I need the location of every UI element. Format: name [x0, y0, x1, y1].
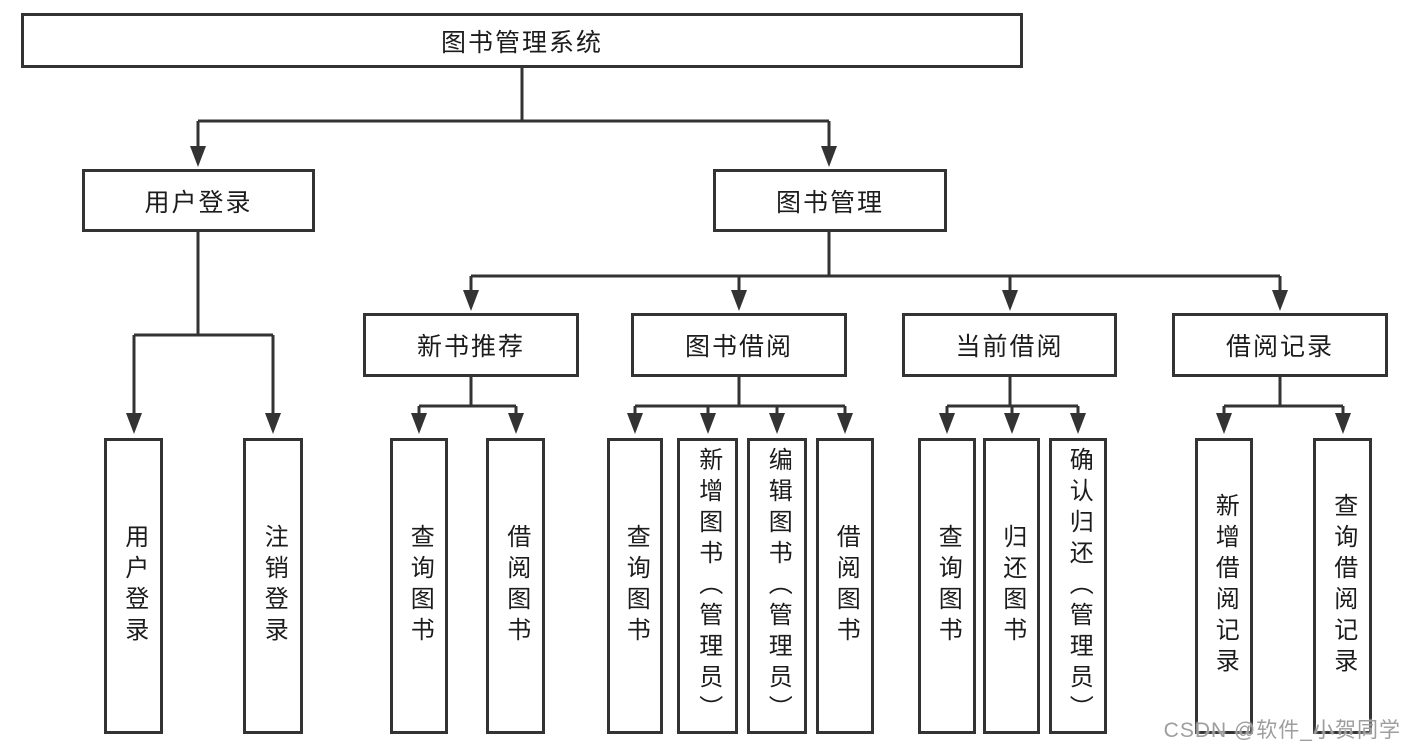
- arrowhead: [1216, 413, 1232, 434]
- node-borrow-records: 借阅记录: [1172, 313, 1388, 377]
- csdn-watermark: CSDN @软件_小贺同学: [1163, 719, 1401, 742]
- node-book-borrow-label: 图书借阅: [684, 333, 793, 361]
- node-root-label: 图书管理系统: [440, 28, 603, 57]
- node-new-book-recommend-label: 新书推荐: [416, 333, 525, 361]
- node-leaf-query-borrow-record-label: 查询借阅记录: [1329, 493, 1357, 679]
- node-leaf-query-borrow-record: 查询借阅记录: [1313, 438, 1372, 734]
- arrowhead: [837, 413, 853, 434]
- node-leaf-user-login-label: 用户登录: [120, 524, 148, 648]
- arrowhead: [1002, 290, 1018, 311]
- node-leaf-add-book-admin: 新增图书（管理员）: [677, 438, 738, 734]
- arrowhead: [627, 413, 643, 434]
- node-leaf-borrow-books-label: 借阅图书: [832, 524, 860, 648]
- arrowhead: [1272, 290, 1288, 311]
- connector-current-borrow-children: [939, 377, 1086, 434]
- node-book-management-label: 图书管理: [775, 188, 884, 217]
- node-root: 图书管理系统: [21, 13, 1023, 68]
- node-leaf-logout-label: 注销登录: [260, 524, 288, 648]
- connector-user-login-children: [126, 232, 281, 434]
- node-leaf-confirm-return-admin-label: 确认归还（管理员）: [1065, 446, 1093, 726]
- arrowhead: [126, 413, 142, 434]
- node-leaf-edit-book-admin-label: 编辑图书（管理员）: [764, 446, 792, 726]
- connector-borrow-record-children: [1216, 377, 1351, 434]
- node-leaf-add-borrow-record-label: 新增借阅记录: [1211, 493, 1239, 679]
- arrowhead: [411, 413, 427, 434]
- node-borrow-records-label: 借阅记录: [1225, 333, 1334, 361]
- connector-book-borrow-children: [627, 377, 853, 434]
- node-leaf-add-book-admin-label: 新增图书（管理员）: [694, 446, 722, 726]
- arrowhead: [731, 290, 747, 311]
- node-user-login-label: 用户登录: [144, 188, 253, 217]
- node-leaf-query-books-current-label: 查询图书: [934, 524, 962, 648]
- node-current-borrow: 当前借阅: [902, 313, 1117, 377]
- node-leaf-query-books-borrow: 查询图书: [607, 438, 663, 734]
- arrowhead: [700, 413, 716, 434]
- arrowhead: [1004, 413, 1020, 434]
- arrowhead: [1335, 413, 1351, 434]
- node-leaf-edit-book-admin: 编辑图书（管理员）: [747, 438, 807, 734]
- arrowhead: [1070, 413, 1086, 434]
- node-leaf-query-books-current: 查询图书: [918, 438, 976, 734]
- arrowhead: [821, 146, 837, 167]
- node-leaf-user-login: 用户登录: [104, 438, 163, 734]
- node-leaf-query-books-recommend: 查询图书: [390, 438, 448, 734]
- node-book-management: 图书管理: [713, 169, 947, 232]
- node-leaf-logout: 注销登录: [243, 438, 303, 734]
- arrowhead: [769, 413, 785, 434]
- node-leaf-borrow-books: 借阅图书: [816, 438, 874, 734]
- connector-new-book-children: [411, 377, 524, 434]
- node-leaf-query-books-recommend-label: 查询图书: [406, 524, 434, 648]
- connector-book-management-to-level3: [463, 232, 1288, 311]
- node-leaf-borrow-books-recommend-label: 借阅图书: [502, 524, 530, 648]
- node-leaf-return-book: 归还图书: [983, 438, 1040, 734]
- arrowhead: [463, 290, 479, 311]
- node-book-borrow: 图书借阅: [631, 313, 847, 377]
- arrowhead: [939, 413, 955, 434]
- arrowhead: [508, 413, 524, 434]
- node-leaf-confirm-return-admin: 确认归还（管理员）: [1049, 438, 1107, 734]
- node-leaf-add-borrow-record: 新增借阅记录: [1195, 438, 1253, 734]
- node-new-book-recommend: 新书推荐: [363, 313, 579, 377]
- node-leaf-return-book-label: 归还图书: [998, 524, 1026, 648]
- arrowhead: [265, 413, 281, 434]
- node-leaf-borrow-books-recommend: 借阅图书: [486, 438, 545, 734]
- connector-root-to-level2: [190, 68, 837, 167]
- arrowhead: [190, 146, 206, 167]
- node-leaf-query-books-borrow-label: 查询图书: [622, 524, 650, 648]
- node-user-login: 用户登录: [82, 169, 315, 232]
- node-current-borrow-label: 当前借阅: [955, 333, 1064, 361]
